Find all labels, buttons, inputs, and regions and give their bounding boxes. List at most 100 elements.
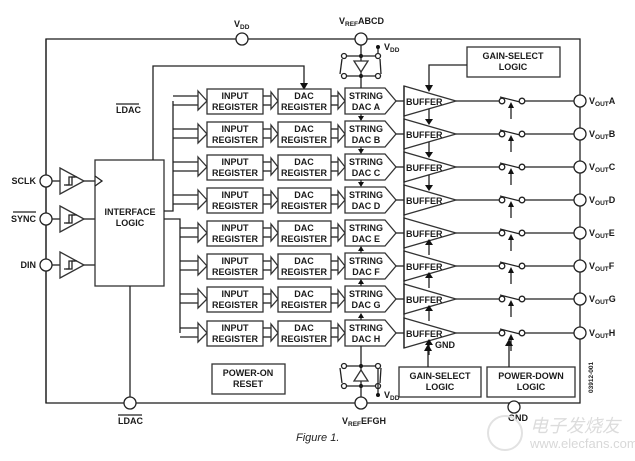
pin-ldac [123,396,137,410]
channel-c-bus-arrow [337,156,346,177]
pin-sync-label: SYNC [11,214,37,224]
channel-g-switch-contact [498,295,506,303]
channel-g-bus-arrow [197,287,208,310]
channel-b-power-down-arrow [508,135,514,141]
channel-c-string-dac-label: STRING [349,157,383,167]
power-on-reset-label-1: POWER-ON [223,368,274,378]
channel-f-dac-register-label: REGISTER [281,267,328,277]
channel-a-string-dac [344,87,397,115]
ref-switch-contact [340,72,348,80]
channel-e-bus-arrow [197,221,208,244]
ref-chain-arrow [358,313,364,318]
channel-b-dac-register-label: REGISTER [281,135,328,145]
channel-f-bus-arrow [337,255,346,276]
channel-b-buffer-label: BUFFER [406,130,443,140]
pin-vdd [235,32,249,46]
channel-f-input-register [206,253,264,280]
channel-g-dac-register-label: DAC [294,289,314,299]
channel-b-switch-contact [498,130,506,138]
channel-d-input-register-label: REGISTER [212,201,259,211]
channel-d-string-dac-label: STRING [349,190,383,200]
ref-switch-blade [339,367,343,384]
pin-vdd-label: VDD [234,19,250,31]
gain-select-logic-bottom [398,366,482,398]
channel-h-input-register [206,320,264,347]
channel-g-bus-arrow [337,288,346,309]
channel-e-input-register [206,220,264,247]
ref-vdd-label: VDD [384,390,400,402]
ldac-internal-label: LDAC [116,105,141,115]
power-down-label-1: POWER-DOWN [498,371,564,381]
channel-h-dac-register [277,320,332,347]
channel-e-buffer-label: BUFFER [406,229,443,239]
channel-c-dac-register-label: DAC [294,157,314,167]
pin-vout-a [573,94,587,108]
channel-b-switch-contact [518,130,526,138]
channel-h-string-dac-label-2: DAC H [352,334,381,344]
channel-h-string-dac [344,319,397,347]
channel-c-power-down-arrow [508,168,514,174]
channel-e-dac-register-label: DAC [294,223,314,233]
channel-e-string-dac-label: STRING [349,223,383,233]
pin-gnd-label: GND [508,413,529,423]
channel-b-input-register-label: REGISTER [212,135,259,145]
channel-f-string-dac-label: STRING [349,256,383,266]
gain-arrow [425,239,433,245]
ref-vdd-node [376,393,380,397]
gain-arrow [425,305,433,311]
ldac-bus-wire [152,65,305,160]
ref-switch-contact [374,72,382,80]
channel-d-input-register-label: INPUT [222,190,250,200]
channel-b-bus-arrow [197,122,208,145]
channel-c-bus-arrow [270,156,279,177]
gain-select-top-arrow [425,85,433,92]
ref-buffer-icon [352,368,370,382]
channel-a-dac-register-label: DAC [294,91,314,101]
ref-switch-contact [374,52,382,60]
channel-b-string-dac [344,120,397,148]
power-on-reset-block [211,363,286,395]
channel-c-input-register [206,154,264,181]
channel-b-string-dac-label-2: DAC B [352,135,381,145]
watermark-cn: 电子发烧友 [530,416,622,436]
hysteresis-icon [66,214,77,224]
channel-d-bus-arrow [270,189,279,210]
channel-d-string-dac [344,186,397,214]
channel-h-buffer-label: BUFFER [406,329,443,339]
channel-e-switch-blade [499,228,521,235]
interface-logic-label-1: INTERFACE [104,207,155,217]
channel-a-input-register-label: REGISTER [212,102,259,112]
channel-g-switch-contact [518,295,526,303]
channel-a-bus-arrow [270,90,279,111]
channel-h-switch-blade [499,328,521,335]
channel-d-dac-register [277,187,332,214]
channel-c-bus-arrow [197,155,208,178]
channel-f-dac-register [277,253,332,280]
gain-select-top-label-1: GAIN-SELECT [482,51,544,61]
channel-b-string-dac-label: STRING [349,124,383,134]
channel-e-dac-register-label: REGISTER [281,234,328,244]
channel-g-string-dac-label: STRING [349,289,383,299]
pin-gnd [507,400,521,414]
ref-chain-arrow [358,279,364,284]
interface-bus-1 [164,101,174,212]
channel-f-switch-blade [499,261,521,268]
pin-vout-b [573,127,587,141]
channel-e-bus-arrow [270,222,279,243]
reference-switch-bottom: VDD [339,346,400,402]
channel-e-string-dac-label-2: DAC E [352,234,380,244]
channel-b-input-register-label: INPUT [222,124,250,134]
ref-chain-arrow [358,149,364,154]
channel-a-string-dac-label-2: DAC A [352,102,381,112]
hysteresis-icon [66,176,77,186]
power-down-logic [486,366,576,398]
channel-f-string-dac [344,252,397,280]
channel-f-input-register-label: INPUT [222,256,250,266]
pin-vout-d [573,193,587,207]
ref-switch-blade [339,58,343,75]
channel-c-input-register-label: REGISTER [212,168,259,178]
channel-g-switch-blade [499,294,521,301]
gain-arrow [425,119,433,125]
channel-h-input-register-label: INPUT [222,323,250,333]
